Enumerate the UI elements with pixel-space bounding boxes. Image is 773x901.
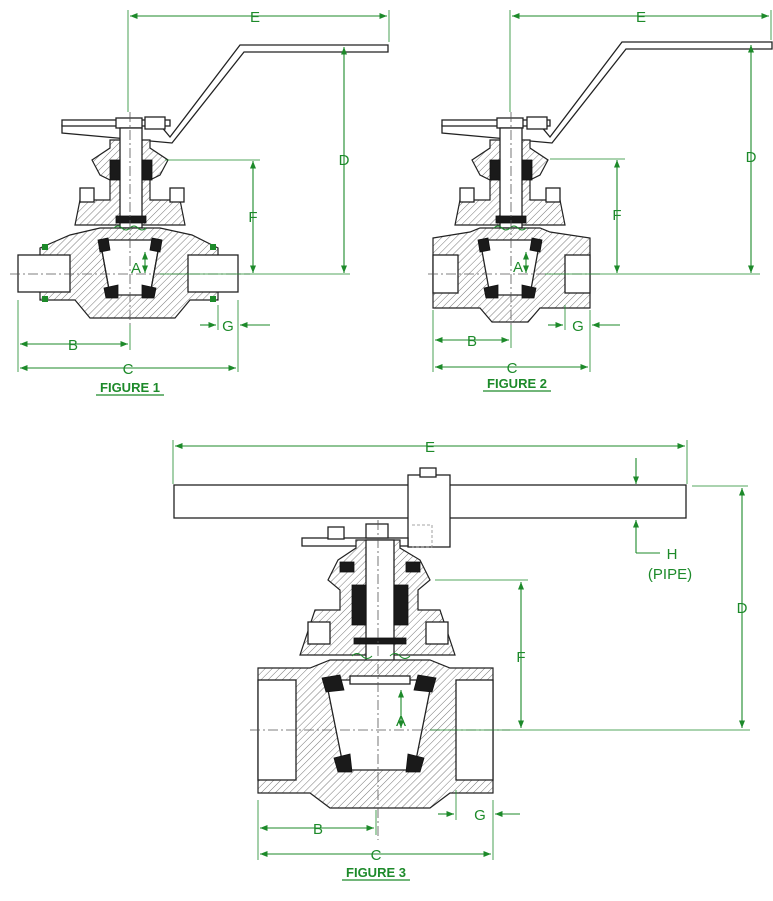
figure-3-caption: FIGURE 3 [346, 865, 406, 880]
figure-1-bonnet [74, 127, 186, 229]
figure-3: E H (PIPE) D F A B C G FIGURE 3 [172, 439, 750, 881]
figure-1-label-d: D [339, 152, 350, 169]
figure-3-body [257, 659, 494, 809]
figure-2-bonnet [454, 127, 566, 229]
figure-3-label-e: E [425, 439, 435, 456]
figure-1-label-b: B [68, 337, 78, 354]
figure-2-label-c: C [507, 360, 518, 377]
figure-2-caption: FIGURE 2 [487, 376, 547, 391]
figure-2-dimensions [432, 10, 772, 372]
figure-1-handle [61, 44, 389, 144]
figure-1-dimensions [17, 10, 390, 372]
figure-3-label-g: G [474, 807, 486, 824]
figure-3-label-a: A [396, 713, 406, 730]
figure-2: E D F A B C G FIGURE 2 [428, 9, 773, 392]
figure-3-dimensions [172, 440, 750, 860]
figure-3-handle [173, 467, 687, 548]
figure-1-body [17, 225, 239, 319]
figure-1-caption: FIGURE 1 [100, 380, 160, 395]
figure-2-body [432, 225, 591, 323]
figure-2-label-a: A [513, 259, 523, 276]
figure-1-label-g: G [222, 318, 234, 335]
figure-1-label-a: A [131, 260, 141, 277]
figure-1-label-c: C [123, 361, 134, 378]
figure-2-label-g: G [572, 318, 584, 335]
figure-3-label-d: D [737, 600, 748, 617]
figure-1-label-e: E [250, 9, 260, 26]
figure-1: E D F A B C G FIGURE 1 [10, 9, 390, 396]
figure-2-label-f: F [612, 207, 621, 224]
figure-1-label-f: F [248, 209, 257, 226]
figure-2-label-b: B [467, 333, 477, 350]
figure-3-label-pipe: (PIPE) [648, 566, 692, 583]
figure-3-label-c: C [371, 847, 382, 864]
figure-2-label-e: E [636, 9, 646, 26]
figure-3-label-f: F [516, 649, 525, 666]
figure-2-label-d: D [746, 149, 757, 166]
figure-3-label-b: B [313, 821, 323, 838]
figure-3-label-h: H [667, 546, 678, 563]
figure-2-handle [441, 41, 773, 144]
